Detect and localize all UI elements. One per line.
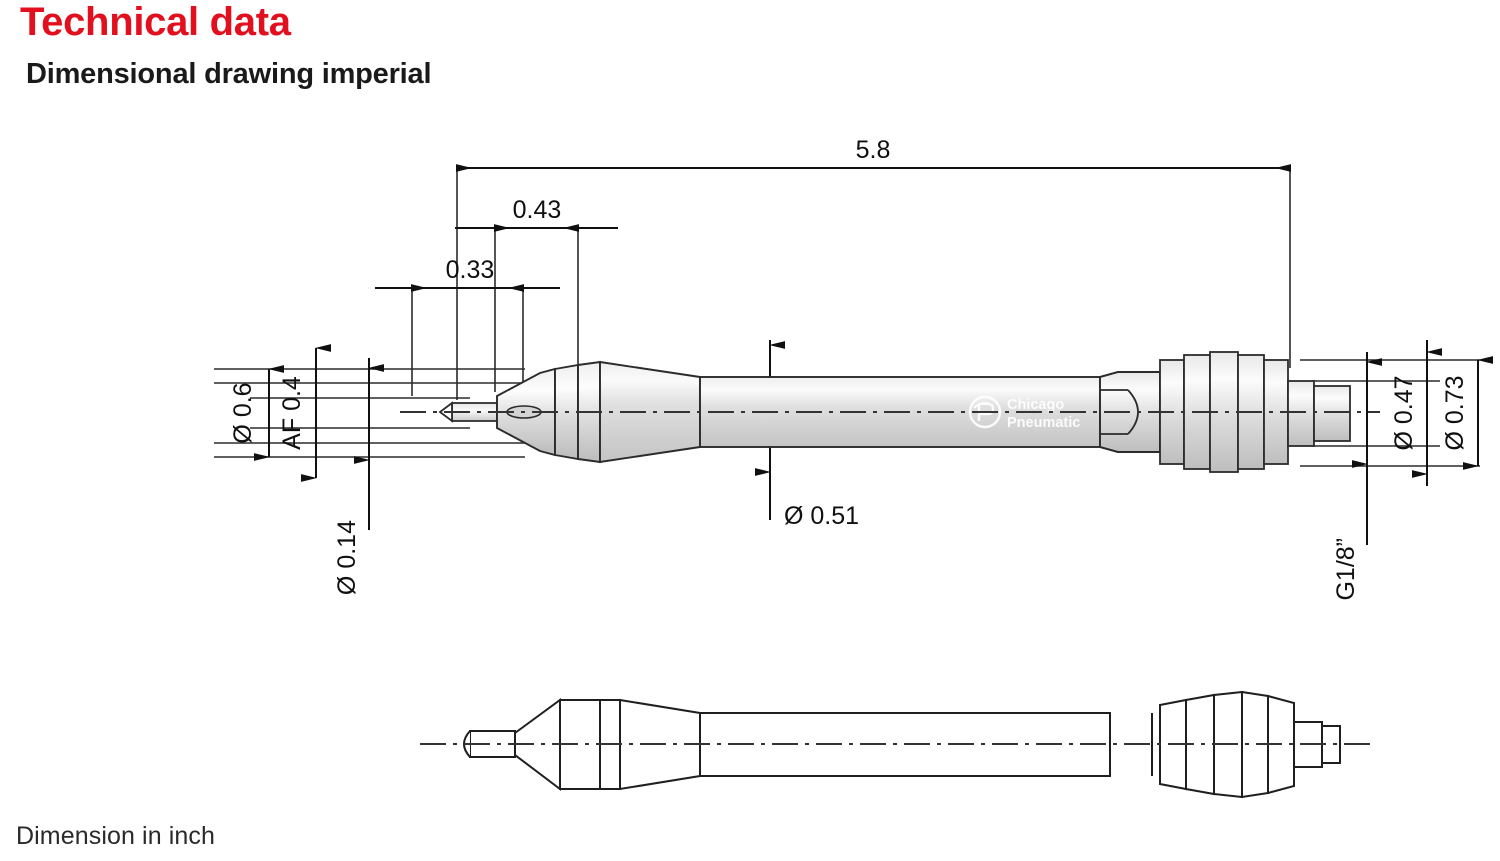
dimension-tip-step-2: 0.43 — [455, 196, 618, 232]
dimension-value-tip-step-2: 0.43 — [513, 196, 562, 224]
bottom-view — [420, 690, 1370, 799]
dimension-dia-needle: Ø 0.14 — [333, 358, 384, 595]
cp-logo-icon — [968, 395, 1002, 429]
dimension-dia-thread-od: Ø 0.47 — [1390, 340, 1442, 486]
dimension-dia-grip: Ø 0.73 — [1441, 356, 1493, 470]
dimension-value-dia-body: Ø 0.51 — [784, 502, 859, 530]
brand-name-line1: Chicago — [1007, 397, 1064, 413]
brand-name-line2: Pneumatic — [1007, 415, 1080, 431]
dimension-thread-spec: G1/8” — [1332, 352, 1382, 601]
dimension-across-flats: AF 0.4 — [278, 344, 331, 482]
dimension-tip-step-1: 0.33 — [375, 256, 560, 292]
thread-nipple — [1313, 385, 1351, 442]
dimension-value-dia-needle: Ø 0.14 — [333, 520, 361, 595]
thread-shoulder — [1287, 380, 1315, 447]
footnote-units: Dimension in inch — [16, 822, 216, 850]
title-block: Technical data Dimensional drawing imper… — [20, 2, 920, 89]
dimension-value-thread-spec: G1/8” — [1332, 538, 1360, 601]
brand-mark: Chicago Pneumatic — [968, 395, 1080, 431]
page-title: Technical data — [20, 0, 291, 44]
bv-ribbed-grip-section — [1159, 690, 1295, 799]
ribbed-grip-section — [1159, 351, 1289, 473]
dimension-dia-nose: Ø 0.6 — [229, 365, 284, 461]
dimension-dia-body: Ø 0.51 — [755, 340, 859, 530]
dimension-value-tip-step-1: 0.33 — [446, 256, 495, 284]
dimension-value-overall-length: 5.8 — [856, 136, 891, 164]
dimension-value-dia-nose: Ø 0.6 — [229, 382, 257, 443]
dimension-value-dia-grip: Ø 0.73 — [1441, 375, 1469, 450]
bv-thread-nipple — [1321, 725, 1341, 764]
dimension-value-dia-thread-od: Ø 0.47 — [1390, 375, 1418, 450]
dimension-value-across-flats: AF 0.4 — [278, 376, 306, 450]
page-subtitle: Dimensional drawing imperial — [26, 58, 432, 90]
top-view: Chicago Pneumatic — [400, 351, 1380, 473]
dimension-overall-length: 5.8 — [456, 136, 1291, 172]
